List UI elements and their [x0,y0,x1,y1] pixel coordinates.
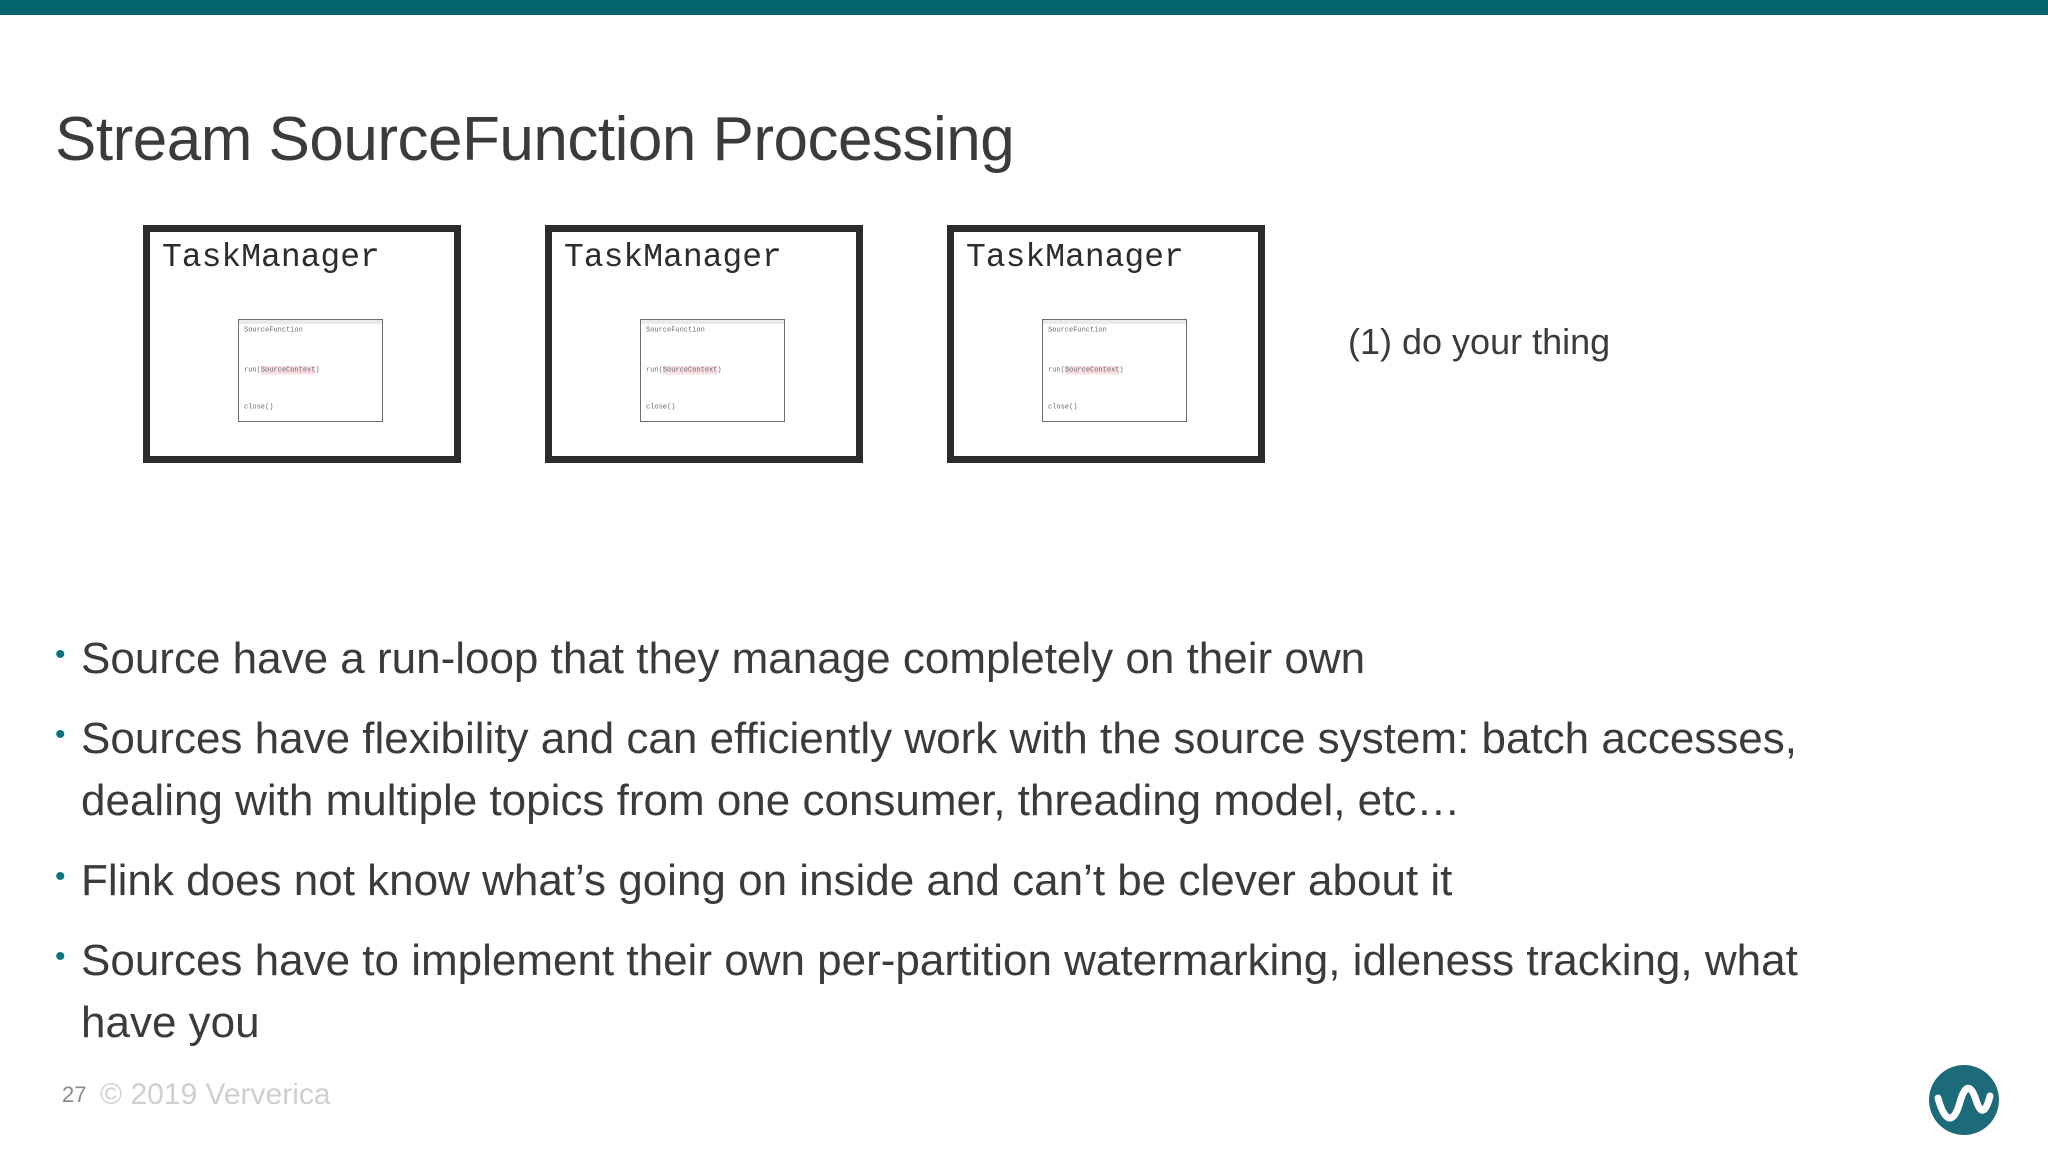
ververica-logo-icon [1926,1062,2002,1138]
sourcefunction-class-name: SourceFunction [646,326,705,335]
run-suffix: ) [1119,366,1124,375]
sourcefunction-run-method: run(SourceContext) [1048,366,1124,375]
run-suffix: ) [717,366,722,375]
taskmanager-diagram: TaskManager SourceFunction run(SourceCon… [143,225,1273,475]
bullet-text: Sources have to implement their own per-… [81,936,1798,1047]
bullet-list: • Source have a run-loop that they manag… [55,628,1955,1072]
diagram-annotation: (1) do your thing [1348,321,1611,362]
taskmanager-box-3: TaskManager SourceFunction run(SourceCon… [947,225,1265,463]
card-top-shade [239,320,382,324]
list-item: • Flink does not know what’s going on in… [55,850,1955,912]
list-item: • Source have a run-loop that they manag… [55,628,1955,690]
sourcecontext-highlight: SourceContext [662,366,718,375]
card-top-shade [641,320,784,324]
run-prefix: run( [1048,366,1065,375]
taskmanager-label: TaskManager [162,239,380,276]
run-prefix: run( [646,366,663,375]
sourcefunction-run-method: run(SourceContext) [646,366,722,375]
run-suffix: ) [315,366,320,375]
sourcefunction-class-name: SourceFunction [244,326,303,335]
sourcefunction-close-method: close() [646,403,676,412]
copyright-notice: © 2019 Ververica [100,1078,331,1111]
run-prefix: run( [244,366,261,375]
bullet-marker-icon: • [55,638,66,671]
taskmanager-box-1: TaskManager SourceFunction run(SourceCon… [143,225,461,463]
bullet-text: Sources have flexibility and can efficie… [81,714,1797,825]
sourcecontext-highlight: SourceContext [260,366,316,375]
sourcecontext-highlight: SourceContext [1064,366,1120,375]
bullet-text: Flink does not know what’s going on insi… [81,856,1453,905]
taskmanager-label: TaskManager [564,239,782,276]
card-top-shade [1043,320,1186,324]
sourcefunction-card-3: SourceFunction run(SourceContext) close(… [1042,319,1187,422]
list-item: • Sources have to implement their own pe… [55,930,1955,1054]
bullet-marker-icon: • [55,718,66,751]
top-accent-bar [0,0,2048,15]
bullet-text: Source have a run-loop that they manage … [81,634,1366,683]
taskmanager-label: TaskManager [966,239,1184,276]
sourcefunction-card-1: SourceFunction run(SourceContext) close(… [238,319,383,422]
sourcefunction-run-method: run(SourceContext) [244,366,320,375]
sourcefunction-close-method: close() [1048,403,1078,412]
taskmanager-box-2: TaskManager SourceFunction run(SourceCon… [545,225,863,463]
list-item: • Sources have flexibility and can effic… [55,708,1955,832]
bullet-marker-icon: • [55,860,66,893]
sourcefunction-close-method: close() [244,403,274,412]
bullet-marker-icon: • [55,940,66,973]
page-number: 27 [62,1082,87,1107]
page-title: Stream SourceFunction Processing [55,104,1015,174]
sourcefunction-class-name: SourceFunction [1048,326,1107,335]
sourcefunction-card-2: SourceFunction run(SourceContext) close(… [640,319,785,422]
